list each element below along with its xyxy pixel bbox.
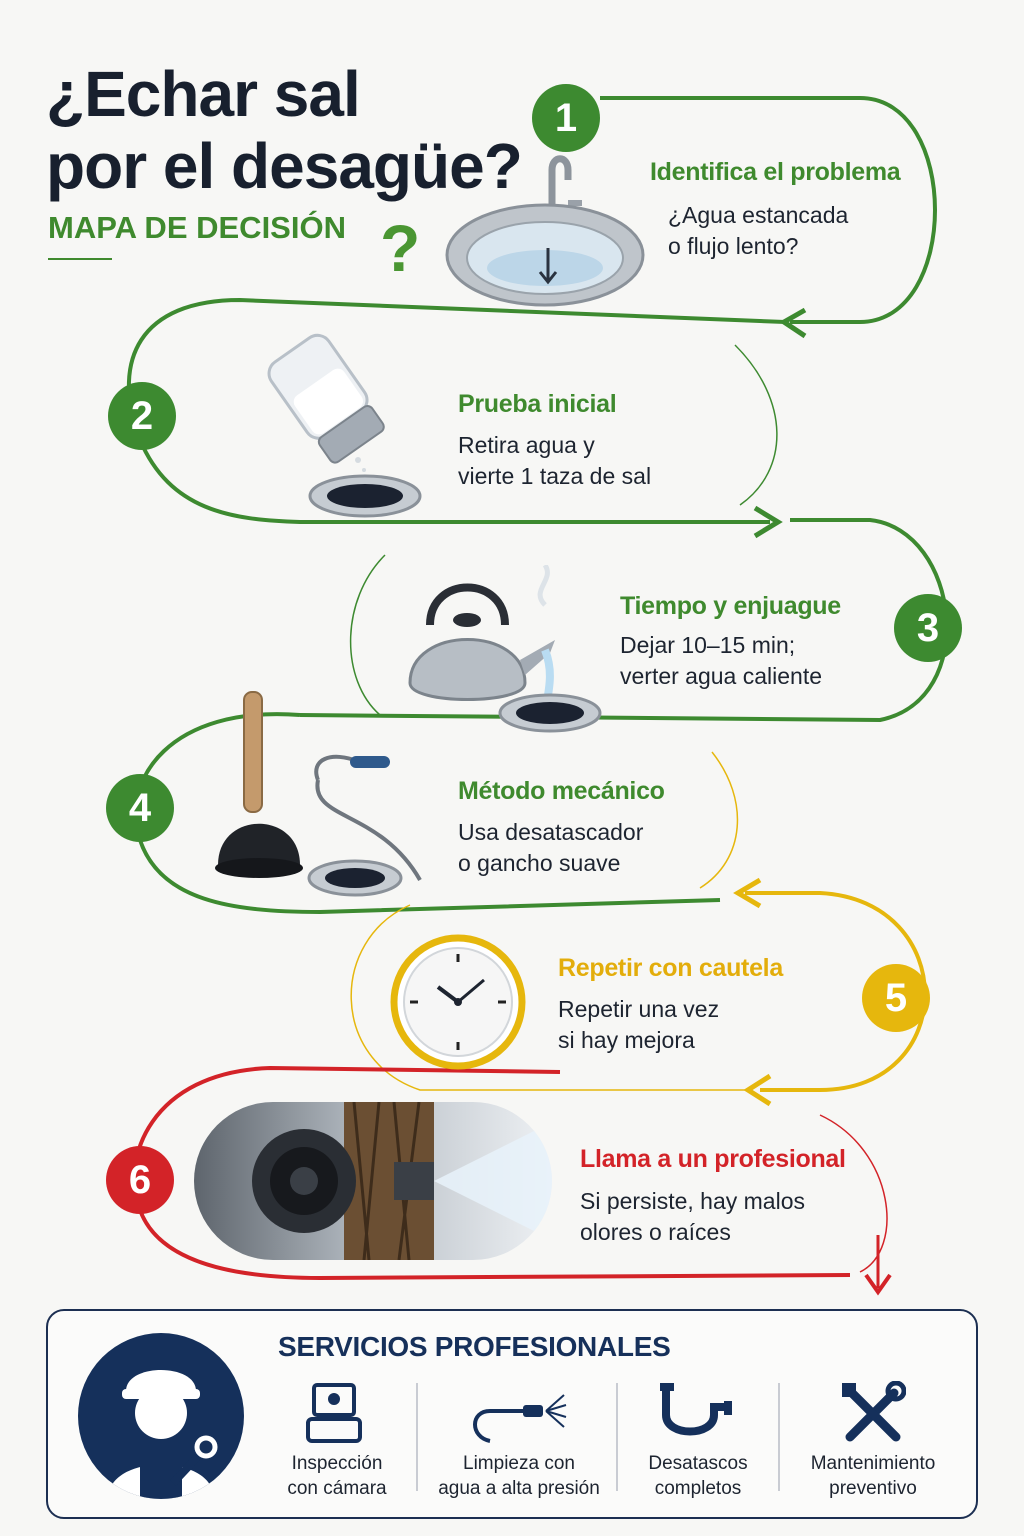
step-6-desc: Si persiste, hay malos olores o raíces xyxy=(580,1188,805,1245)
step-2-badge: 2 xyxy=(108,382,176,450)
title-line-2: por el desagüe? xyxy=(46,130,523,202)
services-title: SERVICIOS PROFESIONALES xyxy=(278,1331,671,1362)
tools-icon xyxy=(840,1380,907,1447)
page-subtitle: MAPA DE DECISIÓN xyxy=(48,210,346,245)
service-unclog-label: Desatascos completos xyxy=(648,1453,748,1499)
step-1-desc: ¿Agua estancada o flujo lento? xyxy=(668,202,849,259)
plunger-icon xyxy=(210,690,435,900)
step-6-title: Llama a un profesional xyxy=(580,1145,846,1173)
step-4-badge: 4 xyxy=(106,774,174,842)
pressure-hose-icon xyxy=(468,1381,568,1447)
step-2-title: Prueba inicial xyxy=(458,390,617,418)
step-5-badge: 5 xyxy=(862,964,930,1032)
title-line-1: ¿Echar sal xyxy=(46,58,361,130)
step-4-title: Método mecánico xyxy=(458,777,665,805)
service-maintenance-label: Mantenimiento preventivo xyxy=(810,1453,936,1499)
step-3-desc: Dejar 10–15 min; verter agua caliente xyxy=(620,632,823,689)
page-title: ¿Echar sal por el desagüe? xyxy=(46,58,523,202)
step-4-desc: Usa desatascador o gancho suave xyxy=(458,819,644,876)
clock-icon xyxy=(388,932,528,1072)
service-divider xyxy=(778,1383,780,1491)
pipe-camera-icon xyxy=(194,1102,552,1260)
step-2-desc: Retira agua y vierte 1 taza de sal xyxy=(458,432,652,489)
sink-icon xyxy=(440,150,650,310)
subtitle-underline xyxy=(48,258,112,260)
step-3-title: Tiempo y enjuague xyxy=(620,592,841,620)
step-5-desc: Repetir una vez si hay mejora xyxy=(558,996,720,1053)
plumber-avatar xyxy=(78,1333,244,1499)
camera-inspection-icon xyxy=(302,1381,372,1447)
step-3-badge: 3 xyxy=(894,594,962,662)
services-panel: SERVICIOS PROFESIONALES Inspección con c… xyxy=(46,1309,978,1519)
service-divider xyxy=(416,1383,418,1491)
question-mark-icon: ? xyxy=(380,211,421,285)
kettle-icon xyxy=(395,563,605,735)
service-divider xyxy=(616,1383,618,1491)
salt-shaker-icon xyxy=(240,318,430,528)
step-6-badge: 6 xyxy=(106,1146,174,1214)
service-camera-label: Inspección con cámara xyxy=(287,1453,387,1499)
step-5-title: Repetir con cautela xyxy=(558,954,783,982)
service-pressure-label: Limpieza con agua a alta presión xyxy=(438,1453,600,1499)
pipe-icon xyxy=(660,1381,736,1447)
step-1-title: Identifica el problema xyxy=(650,158,901,186)
step-1-badge: 1 xyxy=(532,84,600,152)
